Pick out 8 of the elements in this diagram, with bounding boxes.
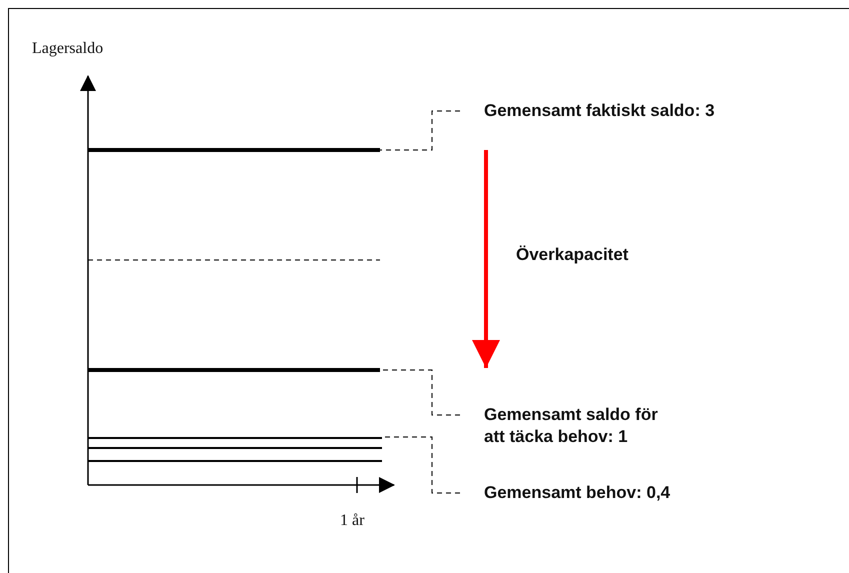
callout-text: Gemensamt faktiskt saldo: 3 bbox=[484, 100, 804, 122]
leader-line bbox=[380, 110, 460, 150]
tick-label: 1 år bbox=[340, 512, 364, 530]
level-lines bbox=[88, 436, 382, 462]
callout-text: Gemensamt behov: 0,4 bbox=[484, 482, 744, 504]
annotation-text: Överkapacitet bbox=[516, 244, 628, 266]
axis-label: Lagersaldo bbox=[32, 40, 104, 58]
callout-text: Gemensamt saldo för att täcka behov: 1 bbox=[484, 404, 659, 448]
